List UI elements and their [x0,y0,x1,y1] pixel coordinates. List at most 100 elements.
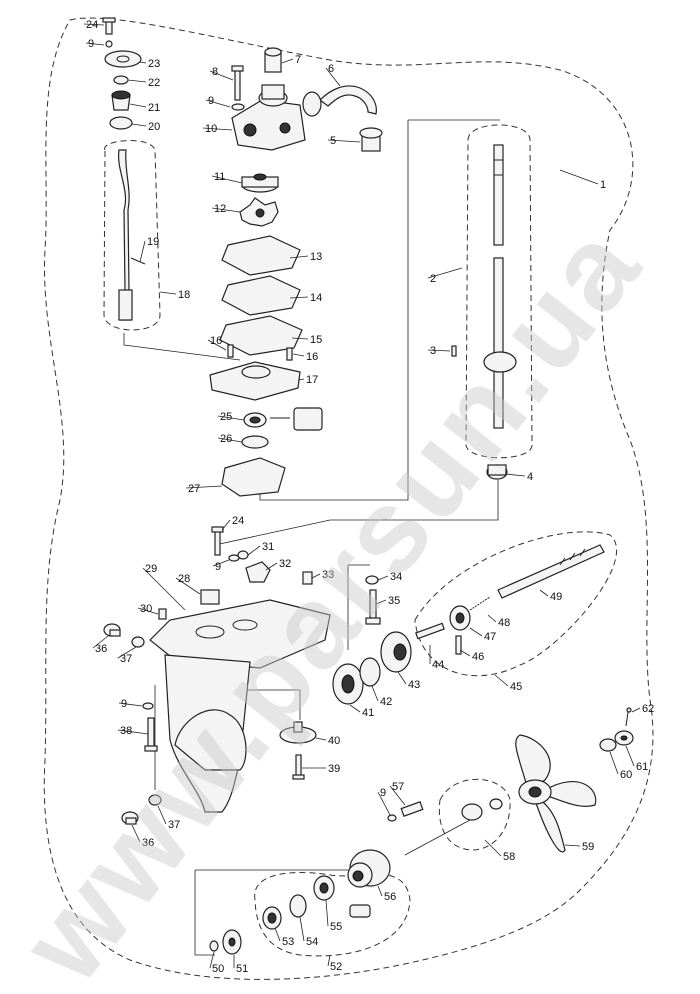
washer-9e [387,814,397,822]
callout-labels: 1234567899999101112131415161617181920212… [86,19,654,975]
screw-36b [121,811,139,825]
leader-line-57 [389,785,406,806]
callout-label-49: 49 [550,591,562,603]
callout-label-9d: 9 [121,698,127,710]
o-ring-20 [109,116,133,130]
leader-line-62 [631,707,641,713]
leader-line-61 [625,745,635,767]
leader-line-28 [175,577,201,595]
washer-50 [209,940,219,952]
callout-label-57: 57 [392,781,404,793]
callout-label-25: 25 [220,411,232,423]
bolt-8 [231,65,244,101]
spacer-58a [461,803,483,821]
callout-label-2: 2 [430,273,436,285]
callout-label-45: 45 [510,681,522,693]
leader-line-15 [291,337,309,340]
leader-line-7 [281,58,294,64]
connector-line [347,564,370,650]
callout-label-9e: 9 [380,787,386,799]
callout-label-24a: 24 [86,19,98,31]
block-32 [245,561,271,583]
leader-line-42 [371,685,379,702]
leader-line-37b [157,805,167,825]
leader-line-3 [427,349,451,352]
gasket-13 [221,235,301,276]
washer-37b [148,794,162,806]
callout-label-41: 41 [362,707,374,719]
anode-40 [279,721,317,744]
leader-line-43 [397,671,407,685]
leader-line-53 [274,927,281,942]
water-tube-18 [117,149,133,321]
callout-label-4: 4 [527,471,533,483]
callout-label-16b: 16 [306,351,318,363]
seal-25-detail [293,407,323,431]
leader-line-20 [131,123,147,127]
callout-label-60: 60 [620,769,632,781]
leader-line-49 [539,589,549,597]
leader-line-8 [209,70,234,81]
callout-label-51: 51 [236,963,248,975]
group-1-outline [465,124,533,459]
pump-housing-10 [231,84,306,151]
callout-label-9c: 9 [215,561,221,573]
callout-label-12: 12 [214,203,226,215]
screw-36a [103,623,121,637]
callout-label-28: 28 [178,573,190,585]
callout-label-7: 7 [295,54,301,66]
leader-line-45 [494,674,509,687]
callout-label-34: 34 [390,571,402,583]
grommet-5 [359,127,383,152]
callout-label-50: 50 [212,963,224,975]
leader-line-41 [349,704,361,713]
callout-label-6: 6 [328,63,334,75]
seal-53 [262,906,282,930]
callout-label-55: 55 [330,921,342,933]
callout-label-19: 19 [147,236,159,248]
washer-9d [142,702,154,710]
leader-line-19 [139,240,146,263]
leader-line-27 [185,485,223,489]
washer-60 [599,738,617,752]
callout-label-29: 29 [145,563,157,575]
leader-line-33 [311,573,321,579]
washer-9b [231,103,245,111]
callout-label-35: 35 [388,595,400,607]
o-ring-26 [241,435,269,449]
cotter-pin-62 [625,711,629,727]
drive-shaft-2 [493,144,504,429]
clutch-47 [449,605,471,631]
leader-line-29 [142,567,186,611]
callout-label-5: 5 [330,135,336,147]
callout-label-36b: 36 [142,837,154,849]
bearing-55 [313,875,335,901]
connector-line [404,819,471,856]
grommet-21 [111,90,131,111]
cotter-pin-62-head [626,707,632,713]
leader-line-37a [117,646,137,659]
reverse-gear-51 [222,929,242,955]
leader-line-16a [207,339,227,351]
leader-line-10 [202,127,233,131]
callout-label-37b: 37 [168,819,180,831]
leader-line-48 [487,614,497,623]
leader-line-9d [118,702,143,707]
leader-line-40 [315,737,327,741]
dowel-16a [227,344,234,358]
callout-label-46: 46 [472,651,484,663]
callout-label-11: 11 [214,171,225,183]
dowel-16b [286,347,293,361]
callout-label-36a: 36 [95,643,107,655]
leader-line-55 [325,899,329,927]
leader-line-31 [247,545,261,556]
washer-31 [237,550,249,560]
callout-label-9b: 9 [208,95,214,107]
callout-label-42: 42 [380,696,392,708]
plunger-44 [415,622,445,640]
leader-line-35 [375,599,387,605]
pump-base-17 [209,361,301,401]
assembly-boundary-outline [43,17,654,980]
washer-58b [489,798,503,810]
